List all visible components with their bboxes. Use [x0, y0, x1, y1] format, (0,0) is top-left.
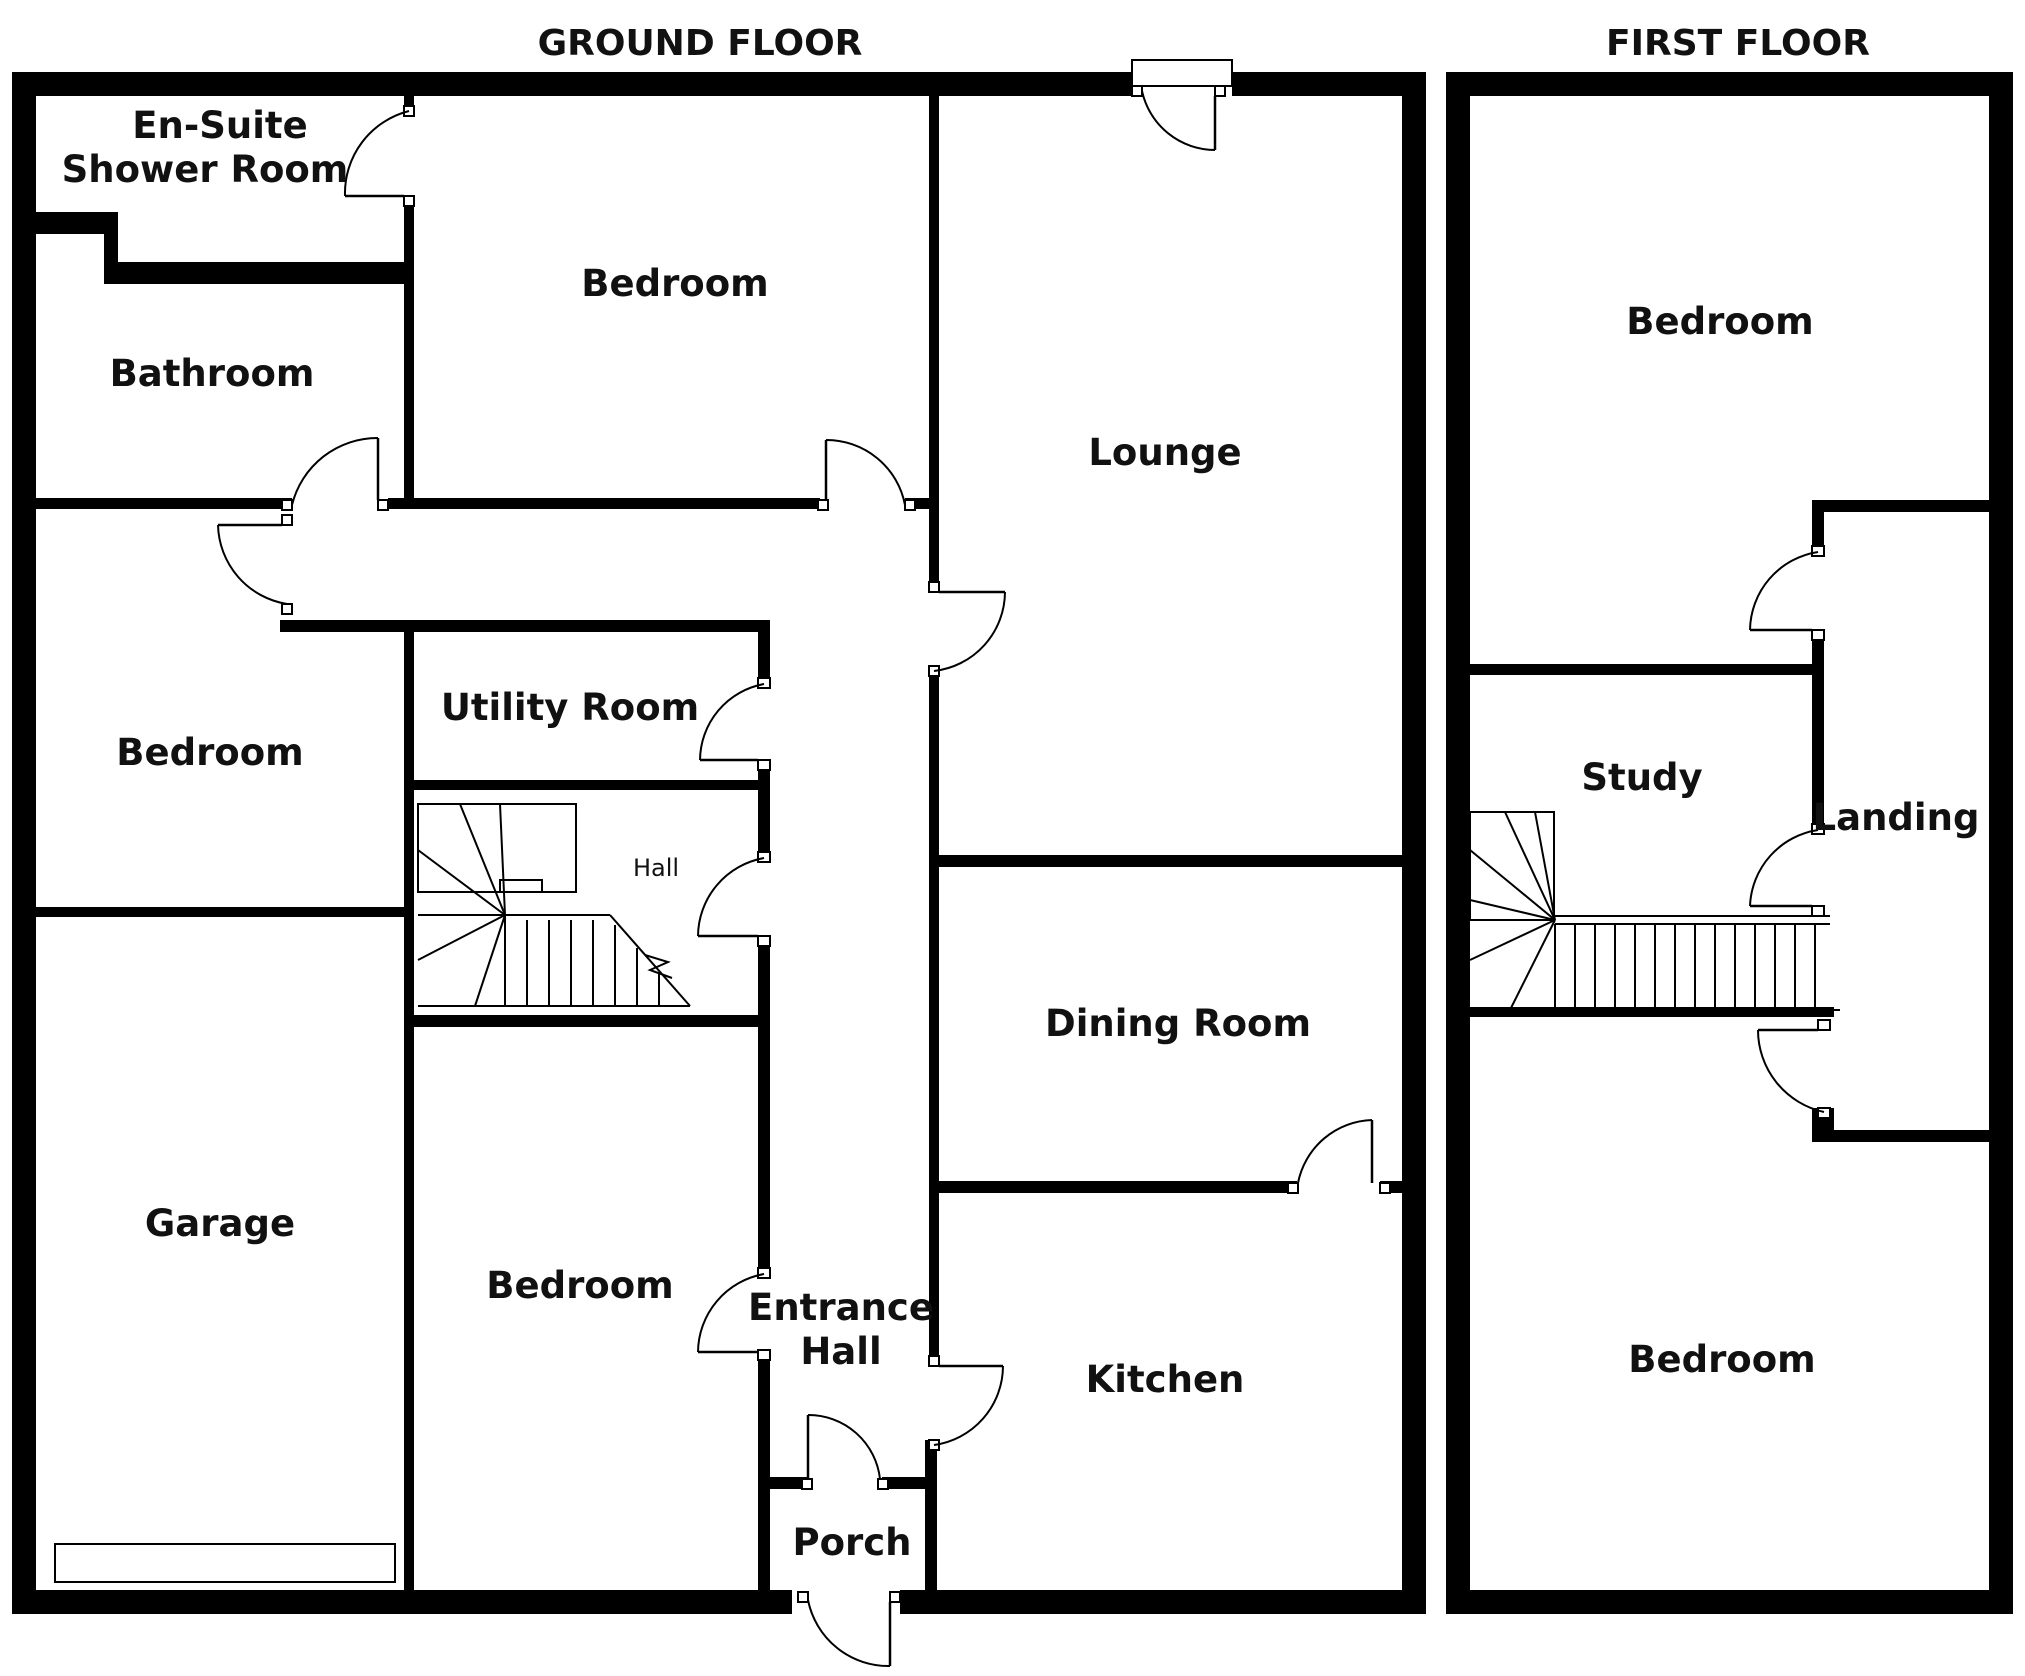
gf-outer-bottom-left [12, 1590, 792, 1614]
lounge-side-door [928, 581, 1006, 677]
gf-outer-top-right [1232, 72, 1426, 96]
ff-outer-top [1446, 72, 2013, 96]
porch-top-b [882, 1477, 932, 1489]
lounge-left-wall-b [929, 670, 939, 1360]
study-label: Study [1581, 756, 1702, 799]
front-door [797, 1591, 901, 1668]
entrance-label-line1: Entrance [748, 1286, 934, 1329]
corridor-top-b [388, 498, 820, 509]
bedroom-mid-door [697, 1267, 771, 1361]
bedroom-top-door [817, 438, 916, 511]
gf-outer-right [1402, 72, 1426, 1614]
ff-study-bottom [1470, 1007, 1834, 1017]
kitchen-label: Kitchen [1086, 1358, 1245, 1401]
lounge-bottom-wall [939, 855, 1402, 867]
gf-outer-left [12, 72, 36, 1614]
landing-label: Landing [1813, 796, 1980, 839]
ground-floor-title: GROUND FLOOR [538, 23, 863, 64]
study-door [1749, 823, 1825, 917]
utility-door [699, 677, 771, 771]
ensuite-wall-c [104, 262, 414, 284]
utility-right-wall-b [758, 768, 770, 858]
ff-landing-bottom [1812, 1130, 1989, 1142]
corridor-top-a [12, 498, 292, 509]
bed-left-bottom-wall [12, 907, 414, 917]
ff-landing-top [1812, 500, 1989, 512]
first-floor-title: FIRST FLOOR [1606, 23, 1870, 64]
ensuite-wall-a [12, 212, 116, 234]
bathroom-door [281, 436, 389, 511]
hall-label: Hall [633, 854, 679, 882]
hall-door [697, 851, 771, 947]
gf-outer-bottom-right [900, 1590, 1426, 1614]
ff-outer-left [1446, 72, 1470, 1614]
bed-left-top-wall [282, 620, 414, 632]
ff-study-top [1470, 664, 1824, 675]
porch-inner-door [801, 1413, 889, 1490]
windows [54, 59, 1233, 1583]
ff-outer-right [1989, 72, 2013, 1614]
kitchen-dining-door [1287, 1119, 1391, 1194]
ff-bedroom-top-door [1749, 545, 1825, 641]
porch-top-a [770, 1477, 808, 1489]
entrance-label-line2: Hall [800, 1330, 881, 1373]
dining-bottom-wall-a [939, 1181, 1297, 1193]
bedroom-ff-bottom-label: Bedroom [1628, 1338, 1815, 1381]
utility-label: Utility Room [441, 686, 699, 729]
lounge-top-door [1131, 85, 1226, 151]
walls [12, 72, 2013, 1614]
ff-outer-bottom [1446, 1590, 2013, 1614]
bedroom-left-door [217, 514, 293, 615]
hall-bottom-wall [404, 1015, 770, 1027]
porch-label: Porch [792, 1521, 911, 1564]
porch-right [925, 1440, 937, 1614]
utility-bottom-wall [404, 780, 770, 790]
lounge-label: Lounge [1088, 431, 1241, 474]
ff-stair [1469, 811, 1840, 1011]
labels: GROUND FLOOR FIRST FLOOR En-Suite Shower… [62, 23, 1980, 1564]
lounge-window [1131, 59, 1233, 87]
porch-left [758, 1477, 770, 1614]
gf-stair [417, 803, 691, 1007]
bedroom-ff-top-label: Bedroom [1626, 300, 1813, 343]
utility-right-wall-a [758, 620, 770, 680]
garage-door-panel [54, 1543, 396, 1583]
ff-landing-left-a [1812, 500, 1824, 552]
ensuite-wall-d [404, 200, 414, 284]
lounge-left-wall-a [929, 96, 939, 586]
gf-outer-top-left [12, 72, 1132, 96]
ff-bedroom-bottom-door [1757, 1019, 1831, 1119]
ensuite-label-line2: Shower Room [62, 148, 349, 191]
bedroom-gf-left-label: Bedroom [116, 731, 303, 774]
central-left-wall [404, 632, 414, 1590]
ensuite-door [343, 105, 415, 207]
bedroom-gf-top-label: Bedroom [581, 262, 768, 305]
bathroom-right-wall [404, 284, 414, 504]
hall-right-wall [758, 940, 770, 1270]
ensuite-label-line1: En-Suite [132, 104, 307, 147]
bathroom-label: Bathroom [110, 352, 315, 395]
dining-label: Dining Room [1045, 1002, 1311, 1045]
bedroom-gf-mid-label: Bedroom [486, 1264, 673, 1307]
corridor-top-c [905, 498, 937, 509]
ff-landing-left-b [1812, 636, 1824, 831]
staircases [417, 803, 1840, 1011]
doors [217, 85, 1831, 1668]
kitchen-door [928, 1355, 1004, 1451]
garage-label: Garage [145, 1202, 295, 1245]
